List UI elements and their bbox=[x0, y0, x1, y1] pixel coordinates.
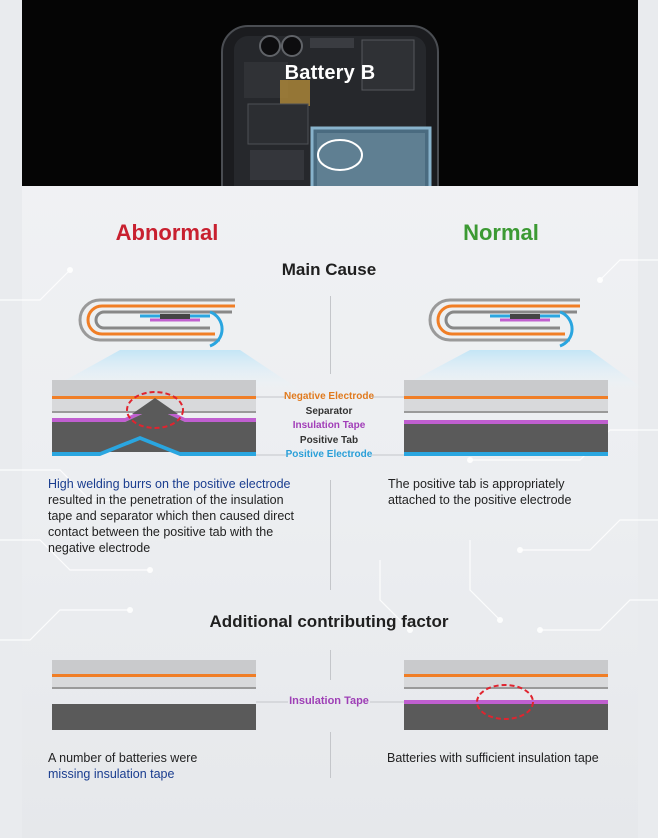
abnormal-heading: Abnormal bbox=[115, 220, 219, 245]
normal-cross-section bbox=[404, 380, 608, 456]
insulation-tape-label: Insulation Tape bbox=[289, 695, 369, 707]
label-positive-tab: Positive Tab bbox=[299, 434, 359, 446]
center-divider-end bbox=[330, 732, 331, 778]
additional-factor-title: Additional contributing factor bbox=[209, 612, 449, 631]
label-positive-electrode: Positive Electrode bbox=[285, 449, 373, 460]
label-insulation-tape: Insulation Tape bbox=[292, 420, 366, 431]
center-divider-top bbox=[330, 296, 331, 374]
normal-heading: Normal bbox=[463, 220, 539, 245]
abnormal-description-highlight: High welding burrs on the positive elect… bbox=[48, 477, 291, 491]
main-cause-title: Main Cause bbox=[281, 260, 377, 279]
hero-banner: Battery B bbox=[22, 0, 638, 186]
abnormal-cross-section bbox=[52, 380, 256, 456]
label-separator: Separator bbox=[305, 405, 353, 417]
normal-description: The positive tab is appropriately attach… bbox=[388, 477, 572, 507]
abnormal-jelly-roll-icon bbox=[48, 298, 300, 390]
phone-internals-illustration bbox=[221, 25, 439, 186]
hero-title: Battery B bbox=[284, 62, 376, 84]
additional-abnormal-plain: A number of batteries were bbox=[48, 751, 198, 765]
label-negative-electrode: Negative Electrode bbox=[283, 391, 375, 402]
abnormal-description: High welding burrs on the positive elect… bbox=[48, 476, 310, 556]
additional-normal-description: Batteries with sufficient insulation tap… bbox=[387, 751, 599, 765]
additional-abnormal-highlight: missing insulation tape bbox=[48, 767, 175, 781]
layer-labels: Negative Electrode Separator Insulation … bbox=[268, 390, 390, 463]
abnormal-description-rest: resulted in the penetration of the insul… bbox=[48, 493, 294, 555]
abnormal-missing-tape-cross-section bbox=[52, 660, 256, 730]
normal-with-tape-cross-section bbox=[404, 660, 608, 730]
normal-jelly-roll-icon bbox=[395, 298, 645, 390]
additional-abnormal-description: A number of batteries were missing insul… bbox=[48, 750, 288, 782]
center-divider-middle bbox=[330, 480, 331, 590]
center-divider-bottom bbox=[330, 650, 331, 680]
